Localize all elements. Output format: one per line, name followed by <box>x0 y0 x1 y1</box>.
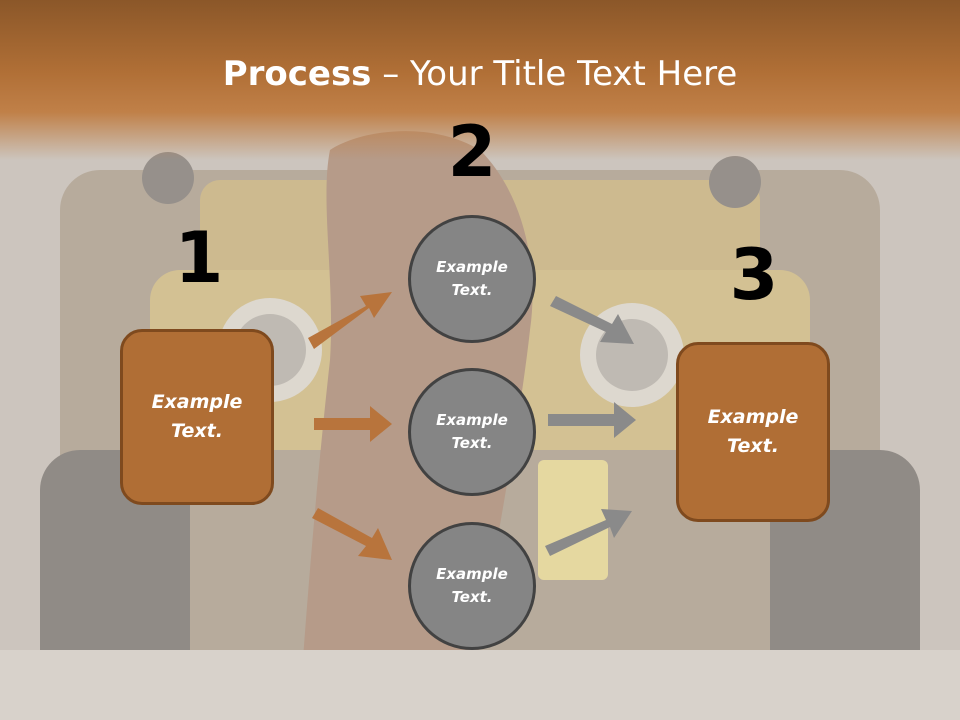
left-process-box[interactable]: Example Text. <box>120 329 274 505</box>
circle-top-text: Example Text. <box>436 258 508 299</box>
slide-title: Process – Your Title Text Here <box>0 52 960 96</box>
right-process-box[interactable]: Example Text. <box>676 342 830 522</box>
title-rest: – Your Title Text Here <box>371 54 738 94</box>
step-number-3: 3 <box>729 234 779 316</box>
step-number-2: 2 <box>447 111 497 193</box>
title-strong: Process <box>222 54 372 94</box>
circle-bottom-text: Example Text. <box>436 565 508 606</box>
left-box-text: Example Text. <box>151 391 243 442</box>
header-band <box>0 0 960 160</box>
circle-top[interactable]: Example Text. <box>408 215 536 343</box>
circle-bottom[interactable]: Example Text. <box>408 522 536 650</box>
step-number-1: 1 <box>174 217 224 299</box>
right-box-text: Example Text. <box>707 406 799 457</box>
circle-middle[interactable]: Example Text. <box>408 368 536 496</box>
circle-middle-text: Example Text. <box>436 411 508 452</box>
